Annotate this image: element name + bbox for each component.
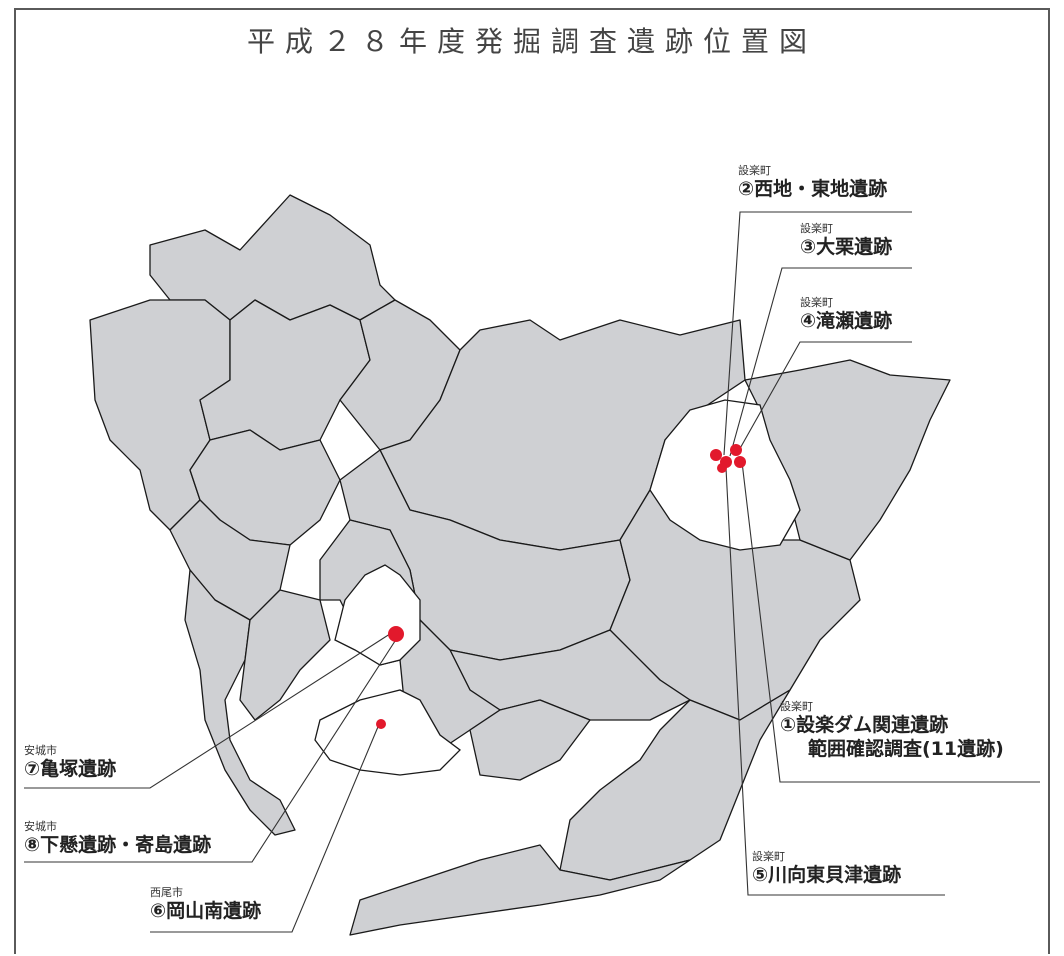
label-site-3: 設楽町 ③大栗遺跡 [800, 222, 893, 258]
label-site-7: 安城市 ⑦亀塚遺跡 [24, 744, 117, 780]
leader-site-5 [725, 467, 945, 896]
prefecture-regions [89, 194, 951, 936]
region-owari-central [199, 299, 371, 451]
leader-lines [24, 211, 1040, 933]
site-marker-4 [730, 444, 742, 456]
leader-site-1 [741, 461, 1040, 783]
region-atsumi [349, 844, 691, 936]
label-site-5: 設楽町 ⑤川向東貝津遺跡 [752, 850, 902, 886]
highlighted-municipalities [314, 399, 801, 776]
site-marker-anjo [388, 626, 404, 642]
highlight-shitara [649, 399, 801, 551]
region-chita-east [239, 589, 331, 721]
leader-site-7 [24, 631, 394, 789]
region-nishio-east [469, 699, 591, 781]
leader-site-8 [24, 637, 398, 863]
site-marker-5 [717, 463, 727, 473]
leader-site-3 [729, 267, 912, 457]
site-markers [376, 444, 746, 729]
site-marker-6 [376, 719, 386, 729]
leader-site-4 [737, 341, 912, 453]
label-site-6: 西尾市 ⑥岡山南遺跡 [150, 886, 262, 922]
leader-site-2 [723, 211, 912, 456]
highlight-nishio [314, 689, 461, 776]
label-site-8: 安城市 ⑧下懸遺跡・寄島遺跡 [24, 820, 212, 856]
map-title: 平成２８年度発掘調査遺跡位置図 [246, 25, 817, 58]
site-marker-1 [734, 456, 746, 468]
label-site-2: 設楽町 ②西地・東地遺跡 [738, 164, 888, 200]
leader-site-6 [150, 721, 381, 933]
label-site-1: 設楽町 ①設楽ダム関連遺跡 範囲確認調査(11遺跡) [780, 700, 1004, 760]
region-nagoya [189, 429, 341, 546]
site-marker-2 [710, 449, 722, 461]
label-site-4: 設楽町 ④滝瀬遺跡 [800, 296, 893, 332]
map-frame [14, 8, 1050, 954]
